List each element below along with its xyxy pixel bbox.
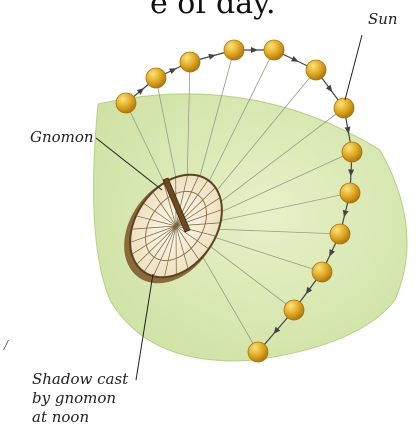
- shadow-label-line-2: by gnomon: [32, 389, 116, 408]
- sun-icon: [224, 40, 244, 60]
- gnomon-label: Gnomon: [30, 128, 94, 147]
- arrowhead-icon: [326, 85, 335, 94]
- sun-icon: [180, 52, 200, 72]
- arrowhead-icon: [251, 47, 258, 53]
- sun-icon: [330, 224, 350, 244]
- sun-icon: [340, 183, 360, 203]
- sun-icon: [146, 68, 166, 88]
- sun-icon: [306, 60, 326, 80]
- arrowhead-icon: [169, 66, 178, 74]
- sun-label: Sun: [368, 10, 398, 29]
- sun-icon: [248, 342, 268, 362]
- shadow-label-line-3: at noon: [32, 408, 89, 427]
- sun-icon: [342, 142, 362, 162]
- sun-icon: [116, 93, 136, 113]
- sun-icon: [284, 300, 304, 320]
- sun-icon: [264, 40, 284, 60]
- sun-icon: [312, 262, 332, 282]
- arrowhead-icon: [208, 52, 216, 60]
- arrowhead-icon: [291, 56, 300, 64]
- edge-fragment: /: [4, 338, 8, 352]
- shadow-label-line-1: Shadow cast: [32, 370, 128, 389]
- sun-icon: [334, 98, 354, 118]
- sun-leader-line: [345, 35, 362, 100]
